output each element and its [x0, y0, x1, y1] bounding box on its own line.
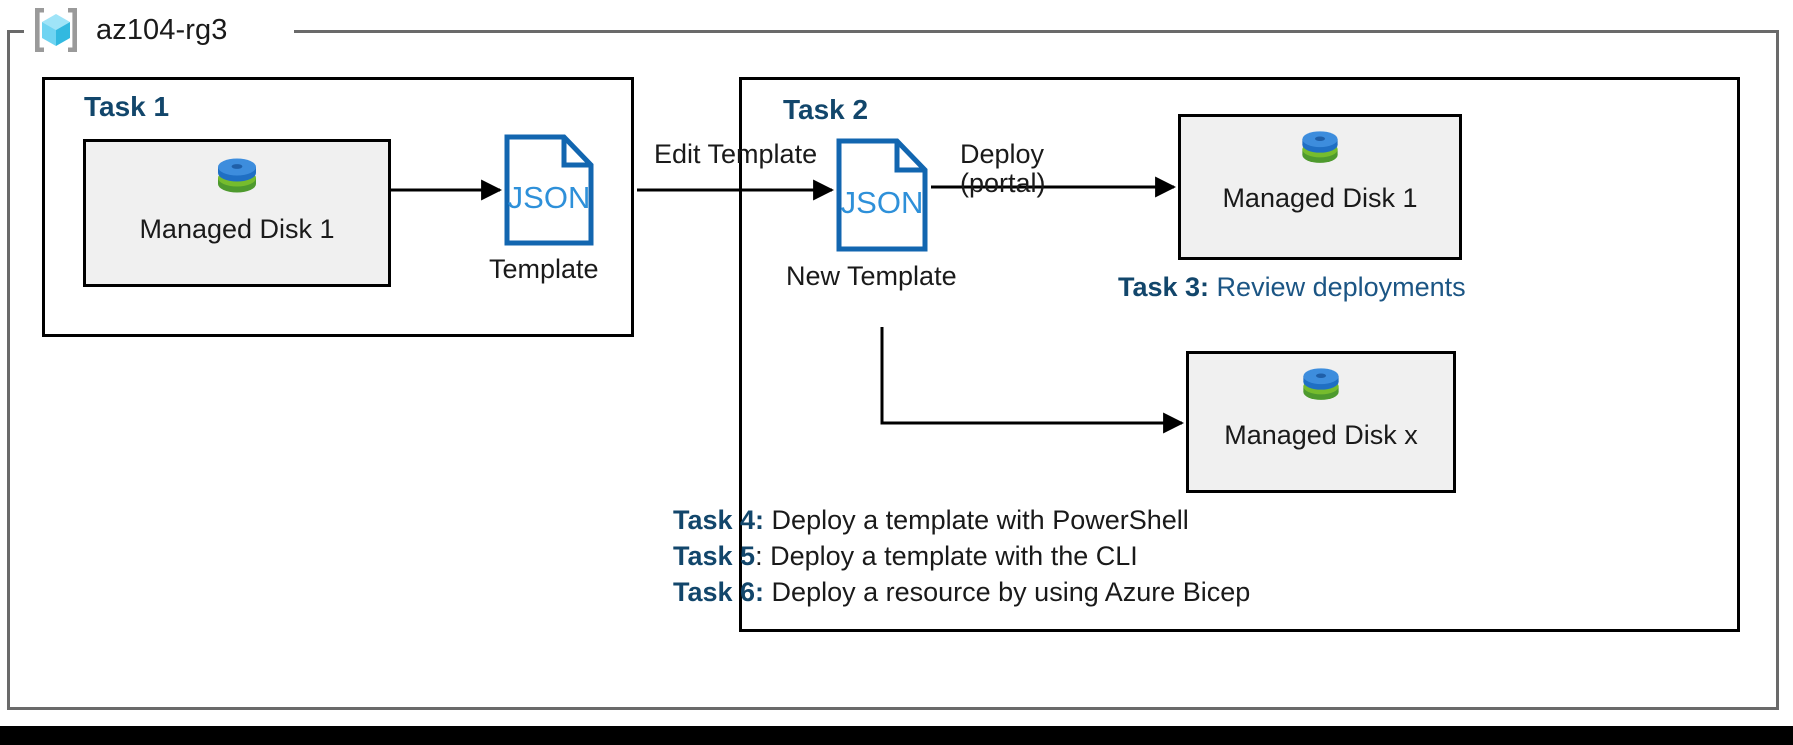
resource-label: Managed Disk x [1224, 420, 1418, 450]
note-task-6-text: Deploy a resource by using Azure Bicep [764, 577, 1251, 607]
managed-disk-icon [209, 156, 265, 208]
json-new-template-icon[interactable]: JSON [836, 138, 928, 252]
note-task-6-tag: Task 6: [673, 577, 765, 607]
edge-label-edit-template: Edit Template [654, 139, 818, 169]
resource-box-managed-disk-x[interactable]: Managed Disk x [1186, 351, 1456, 493]
note-task-4: Task 4: Deploy a template with PowerShel… [673, 505, 1189, 536]
svg-text:JSON: JSON [508, 180, 591, 215]
resource-label: Managed Disk 1 [1222, 183, 1418, 213]
new-template-caption: New Template [786, 261, 957, 291]
bottom-band [0, 726, 1793, 745]
json-template-icon[interactable]: JSON [504, 134, 594, 246]
note-task-3-tag: Task 3: [1118, 272, 1210, 302]
resource-group-frame [7, 30, 1779, 710]
note-task-3-text: Review deployments [1209, 272, 1466, 302]
note-task-6: Task 6: Deploy a resource by using Azure… [673, 577, 1250, 608]
edge-label-deploy-line2: (portal) [960, 167, 1046, 198]
resource-box-managed-disk-1-deployed[interactable]: Managed Disk 1 [1178, 114, 1462, 260]
resource-box-managed-disk-1-source[interactable]: Managed Disk 1 [83, 139, 391, 287]
resource-label: Managed Disk 1 [139, 214, 335, 244]
managed-disk-icon [1294, 129, 1346, 177]
svg-text:JSON: JSON [841, 185, 924, 220]
azure-resource-group-icon [30, 4, 82, 56]
note-task-5-text: : Deploy a template with the CLI [755, 541, 1138, 571]
resource-group-header: az104-rg3 [30, 0, 228, 60]
template-caption: Template [489, 254, 599, 284]
task-2-title: Task 2 [783, 94, 869, 125]
task-1-title: Task 1 [84, 91, 170, 122]
note-task-4-text: Deploy a template with PowerShell [764, 505, 1189, 535]
note-task-3: Task 3: Review deployments [1118, 272, 1466, 303]
note-task-5-tag: Task 5 [673, 541, 756, 571]
note-task-4-tag: Task 4: [673, 505, 765, 535]
edge-label-deploy: Deploy (portal) [960, 140, 1046, 197]
edge-label-deploy-line1: Deploy [960, 139, 1045, 169]
managed-disk-icon [1295, 366, 1347, 414]
note-task-5: Task 5: Deploy a template with the CLI [673, 541, 1138, 572]
resource-group-name: az104-rg3 [96, 13, 228, 46]
